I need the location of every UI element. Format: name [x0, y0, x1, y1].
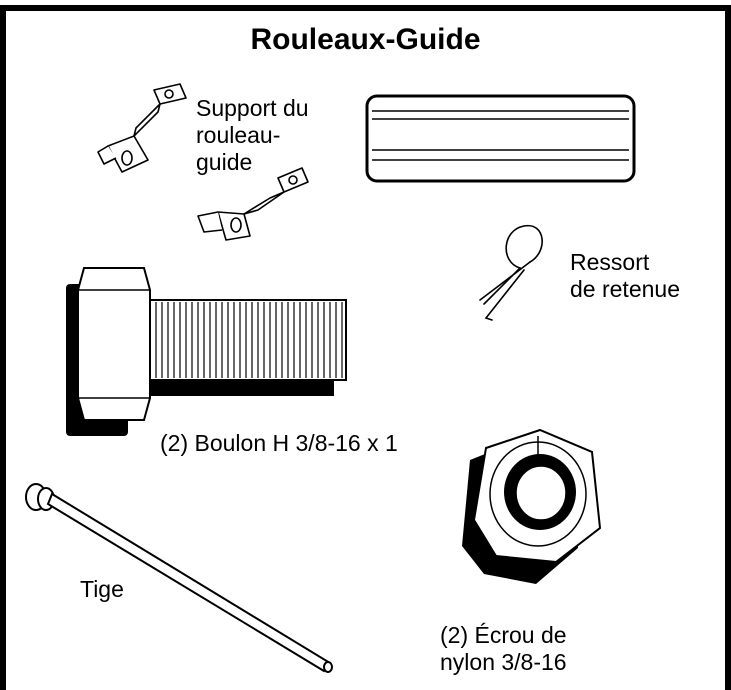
nut-label: (2) Écrou de nylon 3/8-16	[440, 622, 567, 675]
retaining-spring-illustration	[479, 225, 543, 321]
roller-bracket-1-illustration	[97, 83, 187, 173]
hex-bolt-illustration	[66, 267, 347, 436]
roller-bracket-2-illustration	[197, 167, 309, 241]
frame-border	[0, 5, 731, 690]
diagram-title: Rouleaux-Guide	[250, 23, 481, 56]
bolt-label: (2) Boulon H 3/8-16 x 1	[160, 430, 398, 456]
spring-label: Ressort de retenue	[570, 249, 680, 302]
nylon-nut-illustration	[462, 428, 602, 584]
rod-label: Tige	[80, 576, 124, 602]
guide-roller-illustration	[365, 94, 636, 183]
support-label: Support du rouleau- guide	[196, 95, 309, 175]
rod-illustration	[25, 483, 333, 673]
